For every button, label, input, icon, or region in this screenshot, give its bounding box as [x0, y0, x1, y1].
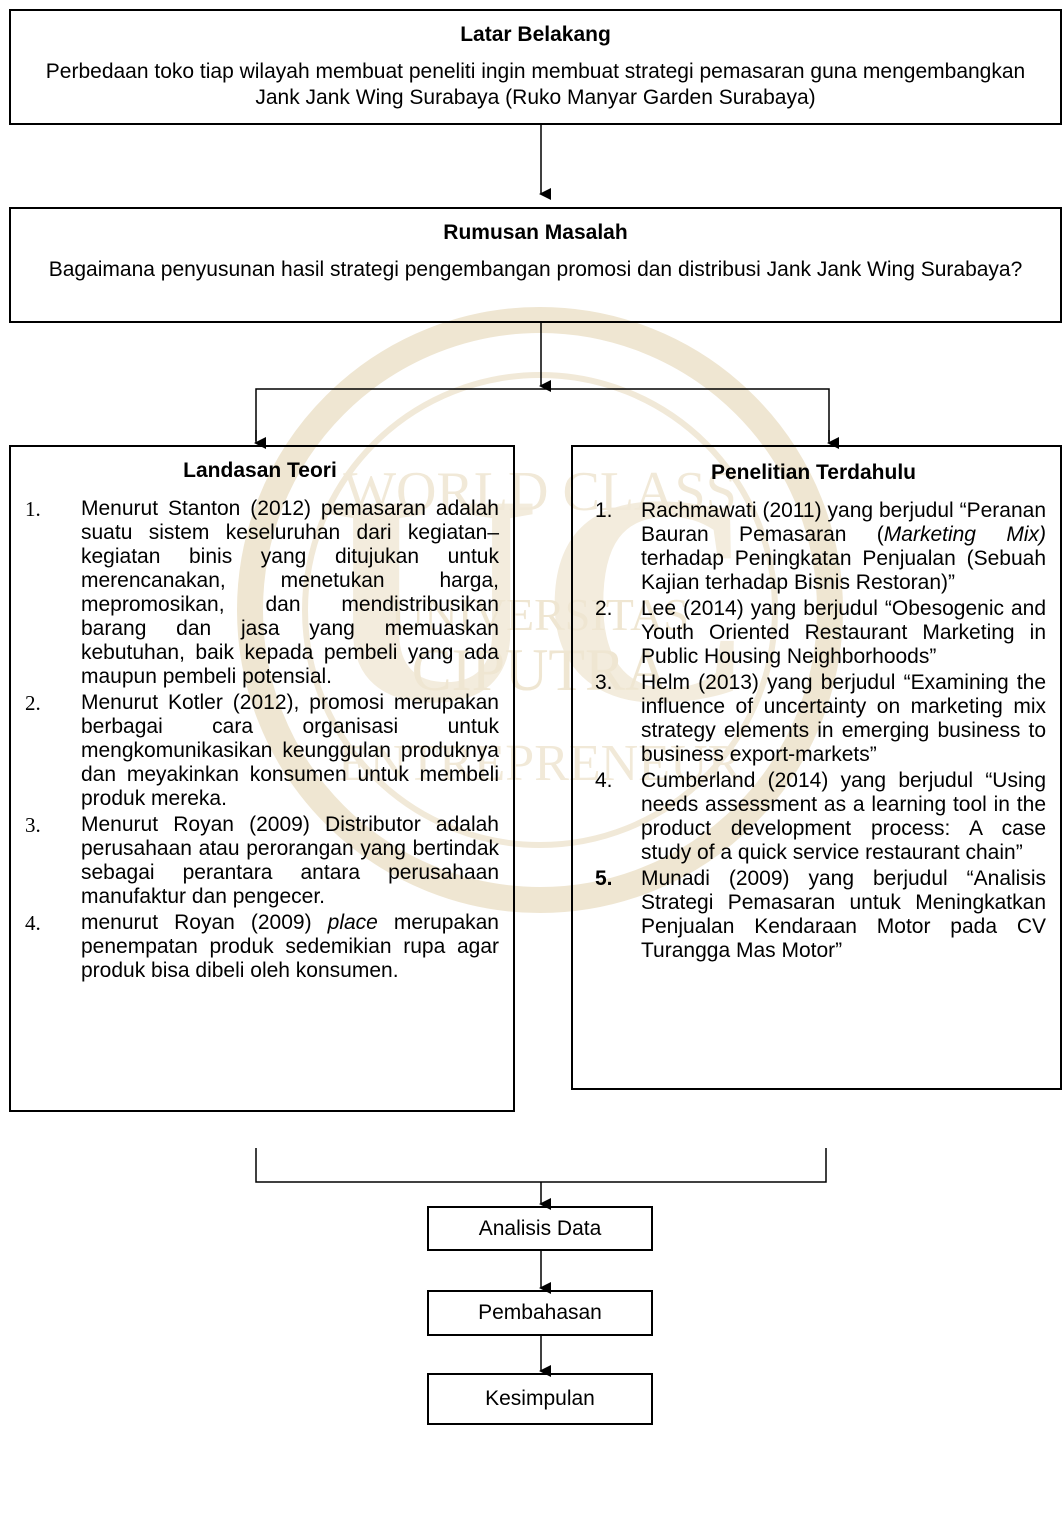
list-item-text-part: terhadap Peningkatan Penjualan (Sebuah K… — [641, 547, 1046, 594]
list-number: 1. — [595, 499, 613, 522]
landasan-teori-title: Landasan Teori — [183, 459, 337, 482]
landasan-teori-list: 1. Menurut Stanton (2012) pemasaran adal… — [21, 497, 499, 983]
list-item: 3. Menurut Royan (2009) Distributor adal… — [21, 813, 499, 909]
list-number: 3. — [25, 813, 41, 837]
list-number: 2. — [25, 691, 41, 715]
landasan-teori-box: Landasan Teori 1. Menurut Stanton (2012)… — [9, 445, 515, 1112]
kesimpulan-box: Kesimpulan — [427, 1373, 653, 1425]
analisis-data-box: Analisis Data — [427, 1206, 653, 1251]
list-item: 4. Cumberland (2014) yang berjudul “Usin… — [581, 769, 1046, 865]
list-item: 5. Munadi (2009) yang berjudul “Analisis… — [581, 867, 1046, 963]
list-item-text-part: merupakan penempatan produk sedemikian r… — [81, 911, 499, 982]
merge-connector — [255, 1148, 827, 1183]
list-item-text-italic: place — [327, 911, 378, 934]
list-number: 2. — [595, 597, 613, 620]
rumusan-masalah-title: Rumusan Masalah — [443, 221, 628, 244]
list-number: 4. — [25, 911, 41, 935]
latar-belakang-title: Latar Belakang — [460, 23, 611, 46]
list-item: 1. Menurut Stanton (2012) pemasaran adal… — [21, 497, 499, 689]
rumusan-masalah-box: Rumusan Masalah Bagaimana penyusunan has… — [9, 207, 1062, 323]
latar-belakang-box: Latar Belakang Perbedaan toko tiap wilay… — [9, 9, 1062, 125]
list-item: 2. Menurut Kotler (2012), promosi merupa… — [21, 691, 499, 811]
pembahasan-box: Pembahasan — [427, 1290, 653, 1336]
list-item-text-part: menurut Royan (2009) — [81, 911, 328, 934]
list-item: 4. menurut Royan (2009) place merupakan … — [21, 911, 499, 983]
list-number: 4. — [595, 769, 613, 792]
penelitian-terdahulu-box: Penelitian Terdahulu 1. Rachmawati (2011… — [571, 445, 1062, 1090]
list-item-text: Menurut Royan (2009) Distributor adalah … — [81, 813, 499, 908]
rumusan-masalah-text: Bagaimana penyusunan hasil strategi peng… — [48, 258, 1023, 281]
list-item-text: Cumberland (2014) yang berjudul “Using n… — [641, 769, 1046, 864]
latar-belakang-text: Perbedaan toko tiap wilayah membuat pene… — [45, 60, 1026, 109]
penelitian-terdahulu-list: 1. Rachmawati (2011) yang berjudul “Pera… — [581, 499, 1046, 963]
list-number: 1. — [25, 497, 41, 521]
penelitian-terdahulu-title: Penelitian Terdahulu — [711, 461, 916, 484]
list-item-text-italic: Marketing Mix) — [883, 523, 1046, 546]
list-number: 3. — [595, 671, 613, 694]
list-item-text: Menurut Kotler (2012), promosi merupakan… — [81, 691, 499, 810]
list-item-text-part: Rachmawati (2011) yang berjudul “Peranan… — [641, 499, 1046, 546]
branch-connector — [255, 388, 830, 441]
list-item-text: Lee (2014) yang berjudul “Obesogenic and… — [641, 597, 1046, 668]
list-item: 3. Helm (2013) yang berjudul “Examining … — [581, 671, 1046, 767]
list-number: 5. — [595, 867, 613, 890]
list-item-text: Menurut Stanton (2012) pemasaran adalah … — [81, 497, 499, 688]
list-item: 2. Lee (2014) yang berjudul “Obesogenic … — [581, 597, 1046, 669]
list-item-text: Helm (2013) yang berjudul “Examining the… — [641, 671, 1046, 766]
list-item-text: Munadi (2009) yang berjudul “Analisis St… — [641, 867, 1046, 962]
list-item: 1. Rachmawati (2011) yang berjudul “Pera… — [581, 499, 1046, 595]
